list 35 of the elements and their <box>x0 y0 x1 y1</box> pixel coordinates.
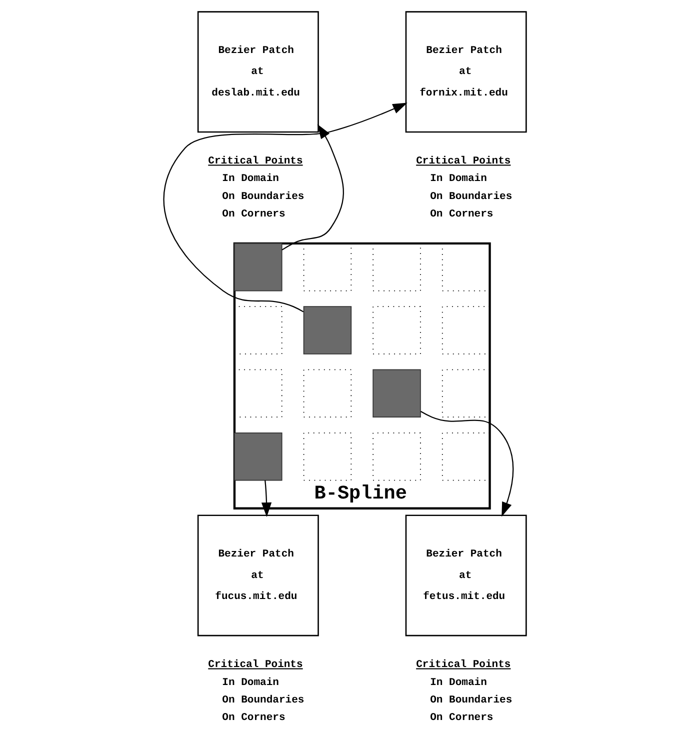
node-box <box>372 306 420 354</box>
node-label: In Domain <box>222 173 278 186</box>
node-label: Critical Points <box>208 659 302 672</box>
node-box <box>441 306 490 354</box>
node-box <box>302 432 352 481</box>
node-box <box>441 432 490 481</box>
node-box: Bezier Patch at fetus.mit.edu <box>404 514 526 636</box>
node-box: Bezier Patch at fucus.mit.edu <box>196 514 318 636</box>
node-box <box>372 432 420 481</box>
node-label: In Domain <box>430 676 486 689</box>
node-label: In Domain <box>430 173 486 186</box>
node-box <box>302 306 352 354</box>
node-label: On Boundaries <box>222 694 304 706</box>
node-label: Critical Points <box>208 156 302 168</box>
node-label: On Corners <box>222 208 285 220</box>
node-box <box>234 242 282 292</box>
node-box: Bezier Patch at deslab.mit.edu <box>196 11 318 133</box>
node-label: In Domain <box>222 676 278 689</box>
node-label: On Corners <box>430 712 493 724</box>
node-label: On Boundaries <box>430 694 512 706</box>
arrow <box>162 102 407 312</box>
node-label: Critical Points <box>416 659 510 672</box>
node-label: On Corners <box>222 712 285 724</box>
arrow <box>281 124 344 250</box>
node-label: On Corners <box>430 208 493 220</box>
node-box <box>234 432 282 481</box>
node-label: On Boundaries <box>430 190 512 203</box>
arrow <box>420 410 514 517</box>
node-box: Bezier Patch at fornix.mit.edu <box>404 11 526 133</box>
node-box <box>441 369 490 418</box>
node-box <box>372 369 420 418</box>
node-label: Critical Points <box>416 156 510 168</box>
node-label: On Boundaries <box>222 190 304 203</box>
node-box <box>302 369 352 418</box>
arrow <box>260 480 272 518</box>
